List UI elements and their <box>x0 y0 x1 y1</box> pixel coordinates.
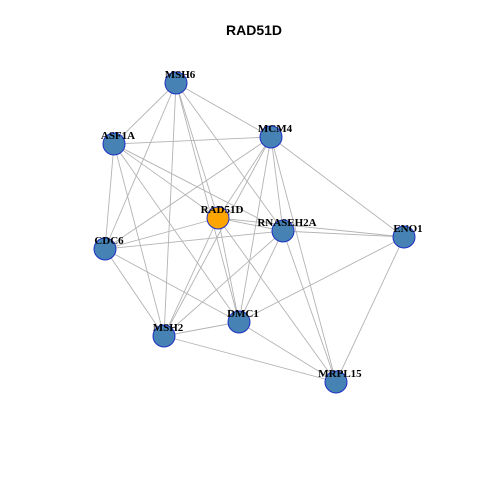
node-asf1a <box>102 132 126 156</box>
node-cdc6 <box>93 237 117 261</box>
edge-eno1-dmc1 <box>238 236 405 323</box>
edge-mcm4-rad51d <box>217 136 272 219</box>
node-label-dmc1: DMC1 <box>227 308 259 320</box>
edge-mcm4-cdc6 <box>104 136 272 250</box>
edge-msh6-msh2 <box>163 82 177 337</box>
edge-asf1a-dmc1 <box>113 143 240 323</box>
node-msh2 <box>152 324 176 348</box>
node-label-cdc6: CDC6 <box>94 235 124 247</box>
node-label-msh6: MSH6 <box>165 69 196 81</box>
node-layer <box>93 71 416 394</box>
node-msh6 <box>164 71 188 95</box>
edge-asf1a-rnaseh2a <box>113 143 284 232</box>
node-rad51d <box>206 206 230 230</box>
node-dmc1 <box>227 310 251 334</box>
edge-rnaseh2a-cdc6 <box>104 230 284 250</box>
edge-rad51d-eno1 <box>217 217 405 238</box>
edge-rnaseh2a-msh2 <box>163 230 284 337</box>
edge-asf1a-rad51d <box>113 143 219 219</box>
edge-msh6-asf1a <box>113 82 177 145</box>
node-label-asf1a: ASF1A <box>101 130 135 142</box>
node-eno1 <box>392 225 416 249</box>
edge-rnaseh2a-dmc1 <box>238 230 284 323</box>
edge-layer <box>104 82 405 383</box>
edge-msh6-rnaseh2a <box>175 82 284 232</box>
edge-msh6-rad51d <box>175 82 219 219</box>
edge-msh2-mrpl15 <box>163 335 337 383</box>
diagram-title: RAD51D <box>226 22 282 38</box>
edge-mcm4-msh2 <box>163 136 272 337</box>
node-mcm4 <box>259 125 283 149</box>
edge-rad51d-dmc1 <box>217 217 240 323</box>
node-label-eno1: ENO1 <box>393 223 422 235</box>
node-label-mrpl15: MRPL15 <box>318 368 362 380</box>
edge-rnaseh2a-mrpl15 <box>282 230 337 383</box>
node-label-rad51d: RAD51D <box>201 204 244 216</box>
edge-mcm4-eno1 <box>270 136 405 238</box>
edge-rnaseh2a-eno1 <box>282 230 405 238</box>
node-label-mcm4: MCM4 <box>258 123 293 135</box>
edge-mcm4-rnaseh2a <box>270 136 284 232</box>
edge-rad51d-cdc6 <box>104 217 219 250</box>
edge-eno1-mrpl15 <box>335 236 405 383</box>
edge-rad51d-mrpl15 <box>217 217 337 383</box>
edge-dmc1-msh2 <box>163 321 240 337</box>
edge-msh6-mcm4 <box>175 82 272 138</box>
node-label-rnaseh2a: RNASEH2A <box>257 217 316 229</box>
node-label-msh2: MSH2 <box>153 322 184 334</box>
node-rnaseh2a <box>271 219 295 243</box>
edge-asf1a-mcm4 <box>113 136 272 145</box>
edge-asf1a-cdc6 <box>104 143 115 250</box>
edge-dmc1-mrpl15 <box>238 321 337 383</box>
edge-mcm4-dmc1 <box>238 136 272 323</box>
edge-rad51d-msh2 <box>163 217 219 337</box>
edge-msh6-dmc1 <box>175 82 240 323</box>
edge-mcm4-mrpl15 <box>270 136 337 383</box>
edge-msh6-cdc6 <box>104 82 177 250</box>
edge-cdc6-dmc1 <box>104 248 240 323</box>
edge-cdc6-msh2 <box>104 248 165 337</box>
node-mrpl15 <box>324 370 348 394</box>
